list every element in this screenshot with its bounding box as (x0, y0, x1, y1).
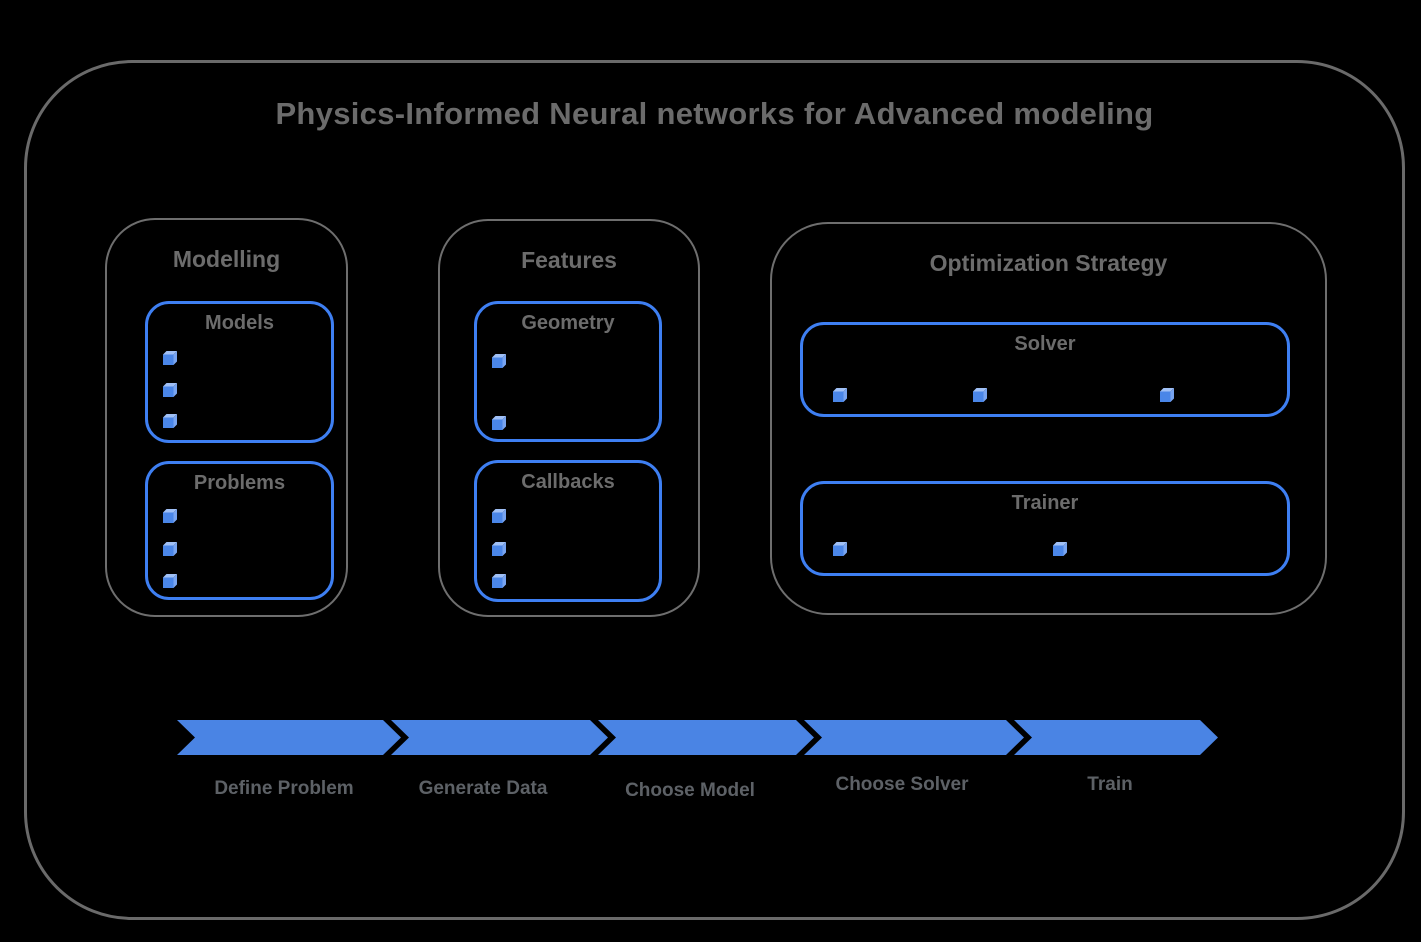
section-title-features: Features (521, 247, 617, 273)
cube-icon (163, 351, 177, 365)
box-trainer: Trainer (800, 481, 1290, 576)
section-optimization-strategy: Optimization Strategy Solver Trainer (770, 222, 1327, 615)
cube-icon (492, 509, 506, 523)
pipeline-step-label-choose-solver: Choose Solver (835, 774, 969, 795)
box-title-models: Models (205, 312, 274, 334)
cube-icon (163, 509, 177, 523)
cube-icon (492, 542, 506, 556)
section-title-optimization-strategy: Optimization Strategy (929, 250, 1168, 276)
section-features: Features Geometry Callbacks (438, 219, 700, 617)
cube-icon (833, 542, 847, 556)
section-modelling: Modelling Models Problems (105, 218, 348, 617)
cube-icon (833, 388, 847, 402)
section-title-modelling: Modelling (172, 246, 281, 272)
box-callbacks: Callbacks (474, 460, 662, 602)
outer-container (24, 60, 1405, 920)
cube-icon (163, 414, 177, 428)
diagram-title: Physics-Informed Neural networks for Adv… (275, 96, 1154, 131)
pipeline-step-label-train: Train (1087, 774, 1133, 795)
pipeline-step-label-define-problem: Define Problem (214, 778, 354, 799)
box-geometry: Geometry (474, 301, 662, 442)
box-title-callbacks: Callbacks (521, 471, 615, 493)
cube-icon (163, 542, 177, 556)
cube-icon (163, 574, 177, 588)
pipeline-step-label-choose-model: Choose Model (625, 780, 755, 801)
cube-icon (492, 354, 506, 368)
box-solver: Solver (800, 322, 1290, 417)
box-models: Models (145, 301, 334, 443)
box-title-geometry: Geometry (521, 312, 615, 334)
box-title-solver: Solver (1014, 333, 1076, 355)
box-title-trainer: Trainer (1011, 492, 1079, 514)
cube-icon (1053, 542, 1067, 556)
pipeline-step-label-generate-data: Generate Data (418, 778, 548, 799)
cube-icon (492, 574, 506, 588)
box-problems: Problems (145, 461, 334, 600)
cube-icon (492, 416, 506, 430)
cube-icon (1160, 388, 1174, 402)
pipeline-arrow (177, 720, 1218, 755)
cube-icon (973, 388, 987, 402)
box-title-problems: Problems (193, 472, 286, 494)
cube-icon (163, 383, 177, 397)
